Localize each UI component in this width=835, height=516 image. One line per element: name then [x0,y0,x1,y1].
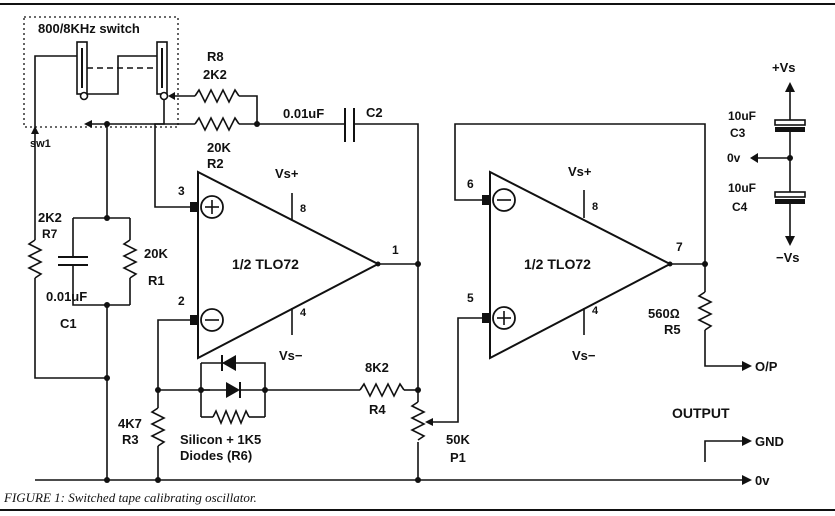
switch-ref: sw1 [30,138,51,150]
resistors-r8-r2: R8 2K2 20K R2 [92,49,345,171]
supply-neg: −Vs [776,250,800,265]
p1-ref: P1 [450,450,466,465]
left-network: 2K2 R7 20K R1 0.01uF C1 [27,124,168,480]
c3-value: 10uF [728,109,756,123]
u2-vneg: Vs− [572,348,596,363]
output-gnd: GND [755,434,784,449]
u2-label: 1/2 TLO72 [524,256,591,272]
c1-ref: C1 [60,316,77,331]
r2-value: 20K [207,140,231,155]
u1-pin4: 4 [300,307,307,319]
r7-ref: R7 [42,227,58,241]
r6-text2: Diodes (R6) [180,448,252,463]
u2-pin7: 7 [676,240,683,254]
r6-text: Silicon + 1K5 [180,432,261,447]
p1-value: 50K [446,432,470,447]
switch-dotted-box [23,16,179,128]
u1-vpos: Vs+ [275,166,299,181]
figure-caption: FIGURE 1: Switched tape calibrating osci… [3,490,257,505]
r3-ref: R3 [122,432,139,447]
r5-ref: R5 [664,322,681,337]
u1-pin2: 2 [178,294,185,308]
c3-ref: C3 [730,126,746,140]
u1-vneg: Vs− [279,348,303,363]
c4-value: 10uF [728,181,756,195]
capacitor-c2: 0.01uF C2 [283,105,419,264]
c2-ref: C2 [366,105,383,120]
output-stage: 560Ω R5 O/P OUTPUT GND 0v [35,291,784,488]
r3-value: 4K7 [118,416,142,431]
u2-vpos: Vs+ [568,164,592,179]
u2-pin5: 5 [467,291,474,305]
c1-value: 0.01uF [46,289,87,304]
r4-ref: R4 [369,402,386,417]
u1-pin1: 1 [392,243,399,257]
r8-ref: R8 [207,49,224,64]
r7-value: 2K2 [38,210,62,225]
switch-label: 800/8KHz switch [38,21,140,36]
feedback-network: Silicon + 1K5 Diodes (R6) 4K7 R3 8K2 R4 … [118,264,490,480]
output-heading: OUTPUT [672,405,730,421]
r1-value: 20K [144,246,168,261]
supply-decoupling: +Vs 10uF C3 0v 10uF C4 −Vs [727,60,806,265]
u1-pin3: 3 [178,184,185,198]
c4-ref: C4 [732,200,748,214]
output-op: O/P [755,359,778,374]
r8-value: 2K2 [203,67,227,82]
output-zero: 0v [755,473,770,488]
u1-label: 1/2 TLO72 [232,256,299,272]
r4-value: 8K2 [365,360,389,375]
u1-pin8: 8 [300,203,306,215]
u2-pin4: 4 [592,305,599,317]
supply-zero: 0v [727,151,741,165]
u2-pin8: 8 [592,201,598,213]
r1-ref: R1 [148,273,165,288]
r2-ref: R2 [207,156,224,171]
opamp-u2: 1/2 TLO72 Vs+ Vs− 6 5 7 8 4 [454,123,708,363]
r5-value: 560Ω [648,306,680,321]
c2-value: 0.01uF [283,106,324,121]
opamp-u1: 1/2 TLO72 Vs+ Vs− 3 2 1 8 4 [157,166,421,408]
supply-pos: +Vs [772,60,796,75]
u2-pin6: 6 [467,177,474,191]
